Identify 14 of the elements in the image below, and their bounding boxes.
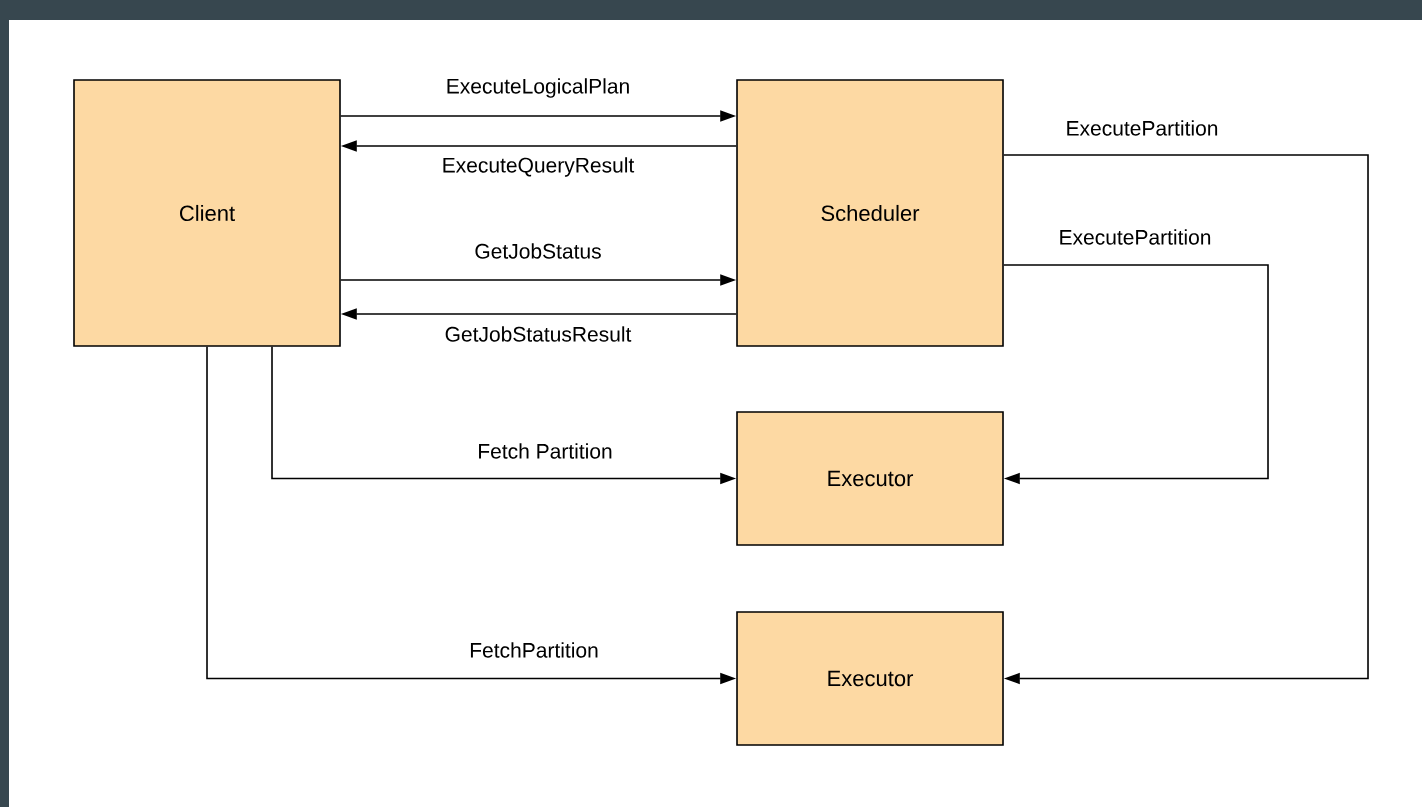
process-box: Executor	[736, 411, 1004, 546]
edge-label: ExecutePartition	[1064, 119, 1220, 137]
edge-label: GetJobStatusResult	[443, 325, 633, 343]
process-box: Executor	[736, 611, 1004, 746]
edge-label: ExecutePartition	[1057, 228, 1213, 246]
arrow	[1003, 264, 1269, 485]
process-box: Client	[73, 79, 341, 347]
arrow	[1003, 154, 1369, 685]
edge-label: FetchPartition	[468, 641, 600, 659]
process-box: Scheduler	[736, 79, 1004, 347]
edge-label: ExecuteLogicalPlan	[444, 77, 632, 99]
edge-label: GetJobStatus	[473, 242, 603, 260]
edge-label: Fetch Partition	[476, 442, 614, 460]
edge-label: ExecuteQueryResult	[440, 156, 636, 178]
